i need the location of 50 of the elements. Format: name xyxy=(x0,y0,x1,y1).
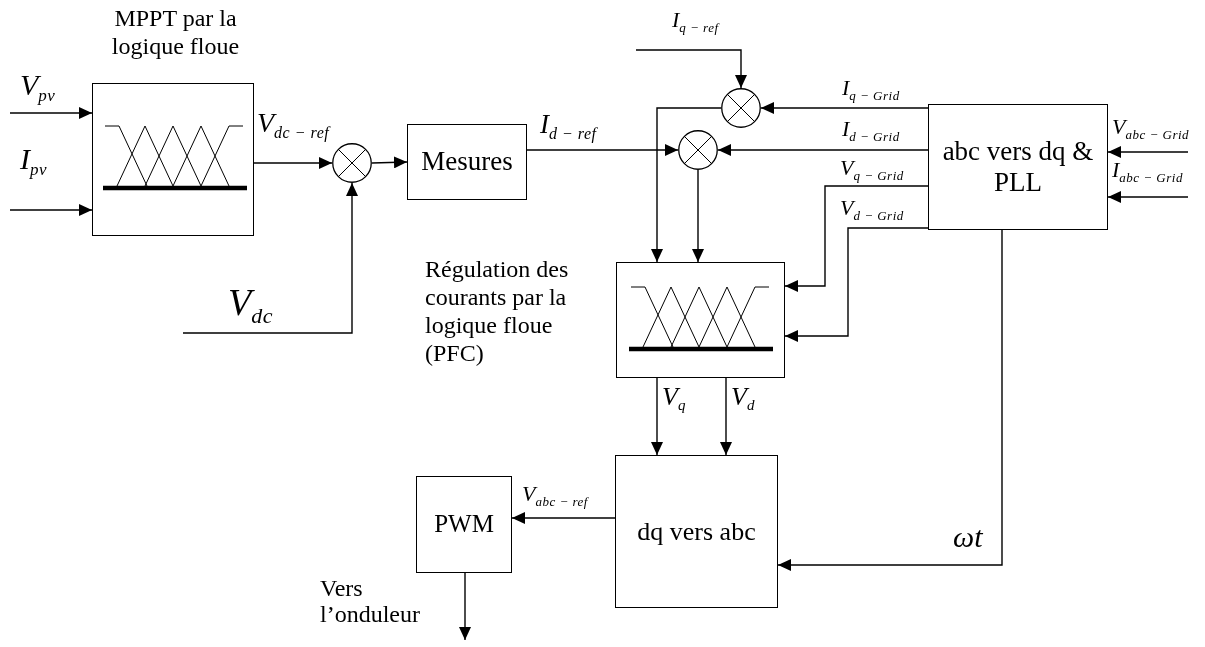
block-label: abc vers dq & PLL xyxy=(941,135,1095,199)
arrow xyxy=(459,572,471,641)
edge-label: I$_{d − ref}$ xyxy=(540,110,597,143)
edge-label: V$_{abc − ref}$ xyxy=(522,482,588,509)
arrow xyxy=(784,185,929,292)
edge-label: I$_{q − Grid}$ xyxy=(842,76,900,103)
arrow xyxy=(1107,146,1189,158)
summing-junction xyxy=(332,143,372,183)
arrow xyxy=(784,227,929,342)
arrow xyxy=(182,182,358,334)
edge-label: V$_{dc − ref}$ xyxy=(257,108,330,142)
arrow xyxy=(9,107,93,119)
arrow xyxy=(651,107,722,263)
summing-junction xyxy=(721,88,761,128)
process-block xyxy=(928,104,1108,230)
arrow xyxy=(526,144,679,156)
arrow xyxy=(692,169,704,263)
edge-label: I$_{pv}$ xyxy=(20,142,48,180)
arrow xyxy=(511,512,616,524)
arrow xyxy=(9,204,93,216)
arrow xyxy=(253,157,333,169)
edge-label: I$_{q − ref}$ xyxy=(672,8,719,35)
edge-label: ωt xyxy=(953,520,983,553)
edge-label: V$_{pv}$ xyxy=(20,68,56,106)
edge-label: I$_{abc − Grid}$ xyxy=(1112,158,1183,185)
arrow xyxy=(777,229,1003,571)
process-block xyxy=(407,124,527,200)
arrow xyxy=(635,49,747,89)
edge-label: V$_{d}$ xyxy=(731,383,755,414)
edge-label: Vers l’onduleur xyxy=(320,575,421,628)
arrow xyxy=(371,156,408,169)
summing-junction xyxy=(678,130,718,170)
block-label: PWM xyxy=(434,510,494,539)
edge-label: V$_{abc − Grid}$ xyxy=(1112,115,1190,142)
arrow xyxy=(717,144,929,156)
process-block xyxy=(615,455,778,608)
edge-label: V$_{dc}$ xyxy=(228,282,273,328)
block-title: MPPT par la logique floue xyxy=(110,4,241,61)
edge-label: I$_{d − Grid}$ xyxy=(842,117,900,144)
process-block xyxy=(416,476,512,573)
edge-label: V$_{q − Grid}$ xyxy=(840,156,904,183)
arrow xyxy=(1107,191,1189,203)
edge-label: V$_{d − Grid}$ xyxy=(840,196,904,223)
arrow xyxy=(651,377,663,456)
block-label: dq vers abc xyxy=(637,516,756,547)
block-title: Régulation des courants par la logique floue (PFC) xyxy=(425,255,570,368)
edge-label: V$_{q}$ xyxy=(662,383,686,414)
block-label: Mesures xyxy=(421,146,513,178)
arrow xyxy=(760,102,929,114)
arrow xyxy=(720,377,732,456)
